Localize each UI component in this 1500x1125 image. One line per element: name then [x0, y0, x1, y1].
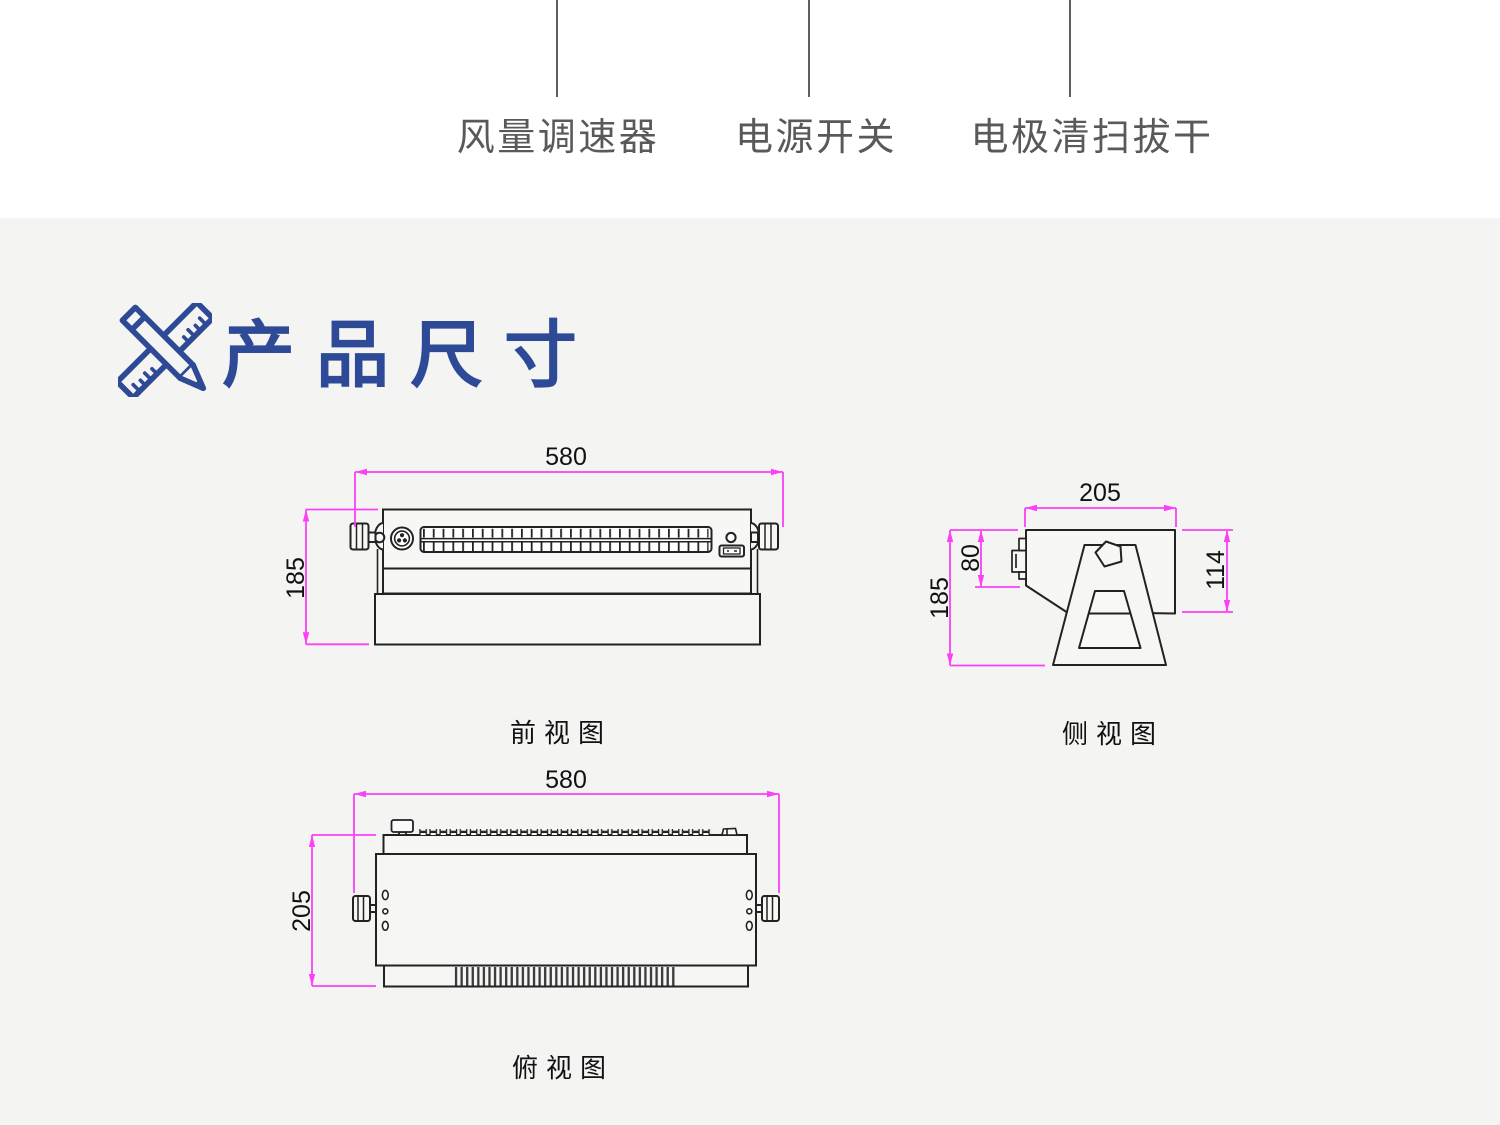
side-view-drawing — [1011, 529, 1176, 666]
side-star-knob — [1094, 540, 1123, 568]
dim-text-side-offset: 80 — [957, 544, 985, 572]
dim-text-side-width: 205 — [1079, 479, 1121, 507]
top-right-plug — [720, 827, 739, 836]
top-body — [375, 853, 757, 967]
dimension-arrow — [308, 835, 316, 847]
fan-speed-knob — [390, 526, 414, 551]
mounting-knob-left — [349, 522, 386, 551]
dimension-arrow — [1164, 504, 1176, 512]
dimension-arrow — [977, 575, 985, 587]
page-title: 产品尺寸 — [222, 315, 598, 396]
callout-leader-line — [808, 0, 810, 97]
dimension-arrow — [1223, 600, 1231, 612]
side-terminal — [1011, 537, 1027, 580]
side-view-dimensions: 205 80 185 114 — [926, 479, 1233, 667]
top-view-dimensions: 580 205 — [288, 766, 780, 987]
pencil-shape — [119, 304, 207, 392]
dimension-arrow — [1223, 530, 1231, 542]
ruler-pencil-icon — [118, 303, 212, 397]
dimension-arrow — [354, 790, 366, 798]
dim-text-top-depth: 205 — [288, 890, 316, 932]
dimension-arrow — [977, 530, 985, 542]
dimension-arrow — [302, 509, 310, 522]
ionizer-grille — [419, 526, 713, 553]
callout-label-electrode-clean: 电极清扫拔干 — [970, 117, 1214, 159]
callout-leader-line — [556, 0, 558, 97]
dim-text-front-height: 185 — [282, 557, 310, 599]
dimension-arrow — [767, 790, 779, 798]
dim-text-side-body-height: 114 — [1202, 550, 1230, 590]
ruler-ticks — [131, 316, 208, 393]
callout-band: 风量调速器 电源开关 电极清扫拔干 — [0, 0, 1500, 218]
callout-label-fan-speed: 风量调速器 — [456, 117, 660, 159]
front-view-drawing — [349, 508, 779, 646]
dimension-arrow — [355, 468, 367, 476]
front-base-plate — [374, 593, 761, 646]
top-view-label: 俯视图 — [511, 1054, 615, 1083]
dimension-arrow — [946, 530, 954, 542]
dim-text-top-width: 580 — [545, 766, 587, 794]
dimension-arrow — [302, 632, 310, 645]
callout-label-power-switch: 电源开关 — [734, 117, 898, 159]
top-view-drawing — [352, 819, 780, 988]
dim-text-side-total-height: 185 — [926, 577, 954, 619]
top-vent-hatch — [454, 967, 677, 986]
power-switch — [718, 544, 745, 558]
side-view-label: 侧视图 — [1061, 720, 1165, 749]
dimension-arrow — [308, 974, 316, 986]
indicator-hole — [725, 531, 737, 544]
front-view-dimensions: 580 185 — [282, 443, 784, 646]
top-screw-holes-left — [381, 889, 389, 931]
product-dimensions-section: 产品尺寸 前视图 侧视图 俯视图 — [0, 218, 1500, 1125]
top-bar-slab — [382, 834, 748, 855]
dimension-arrow — [1025, 504, 1037, 512]
top-mounting-knob-right — [755, 895, 780, 922]
top-screw-holes-right — [745, 889, 753, 931]
top-mounting-knob-left — [352, 895, 377, 922]
mounting-knob-right — [750, 522, 779, 551]
front-view-label: 前视图 — [509, 719, 613, 748]
dimension-arrow — [946, 653, 954, 666]
top-comb-electrodes — [419, 829, 712, 835]
dimension-arrow — [771, 468, 783, 476]
dim-text-front-width: 580 — [545, 443, 587, 471]
side-stand-cutout — [1078, 590, 1142, 649]
top-t-knob — [390, 819, 414, 836]
callout-leader-line — [1069, 0, 1071, 97]
